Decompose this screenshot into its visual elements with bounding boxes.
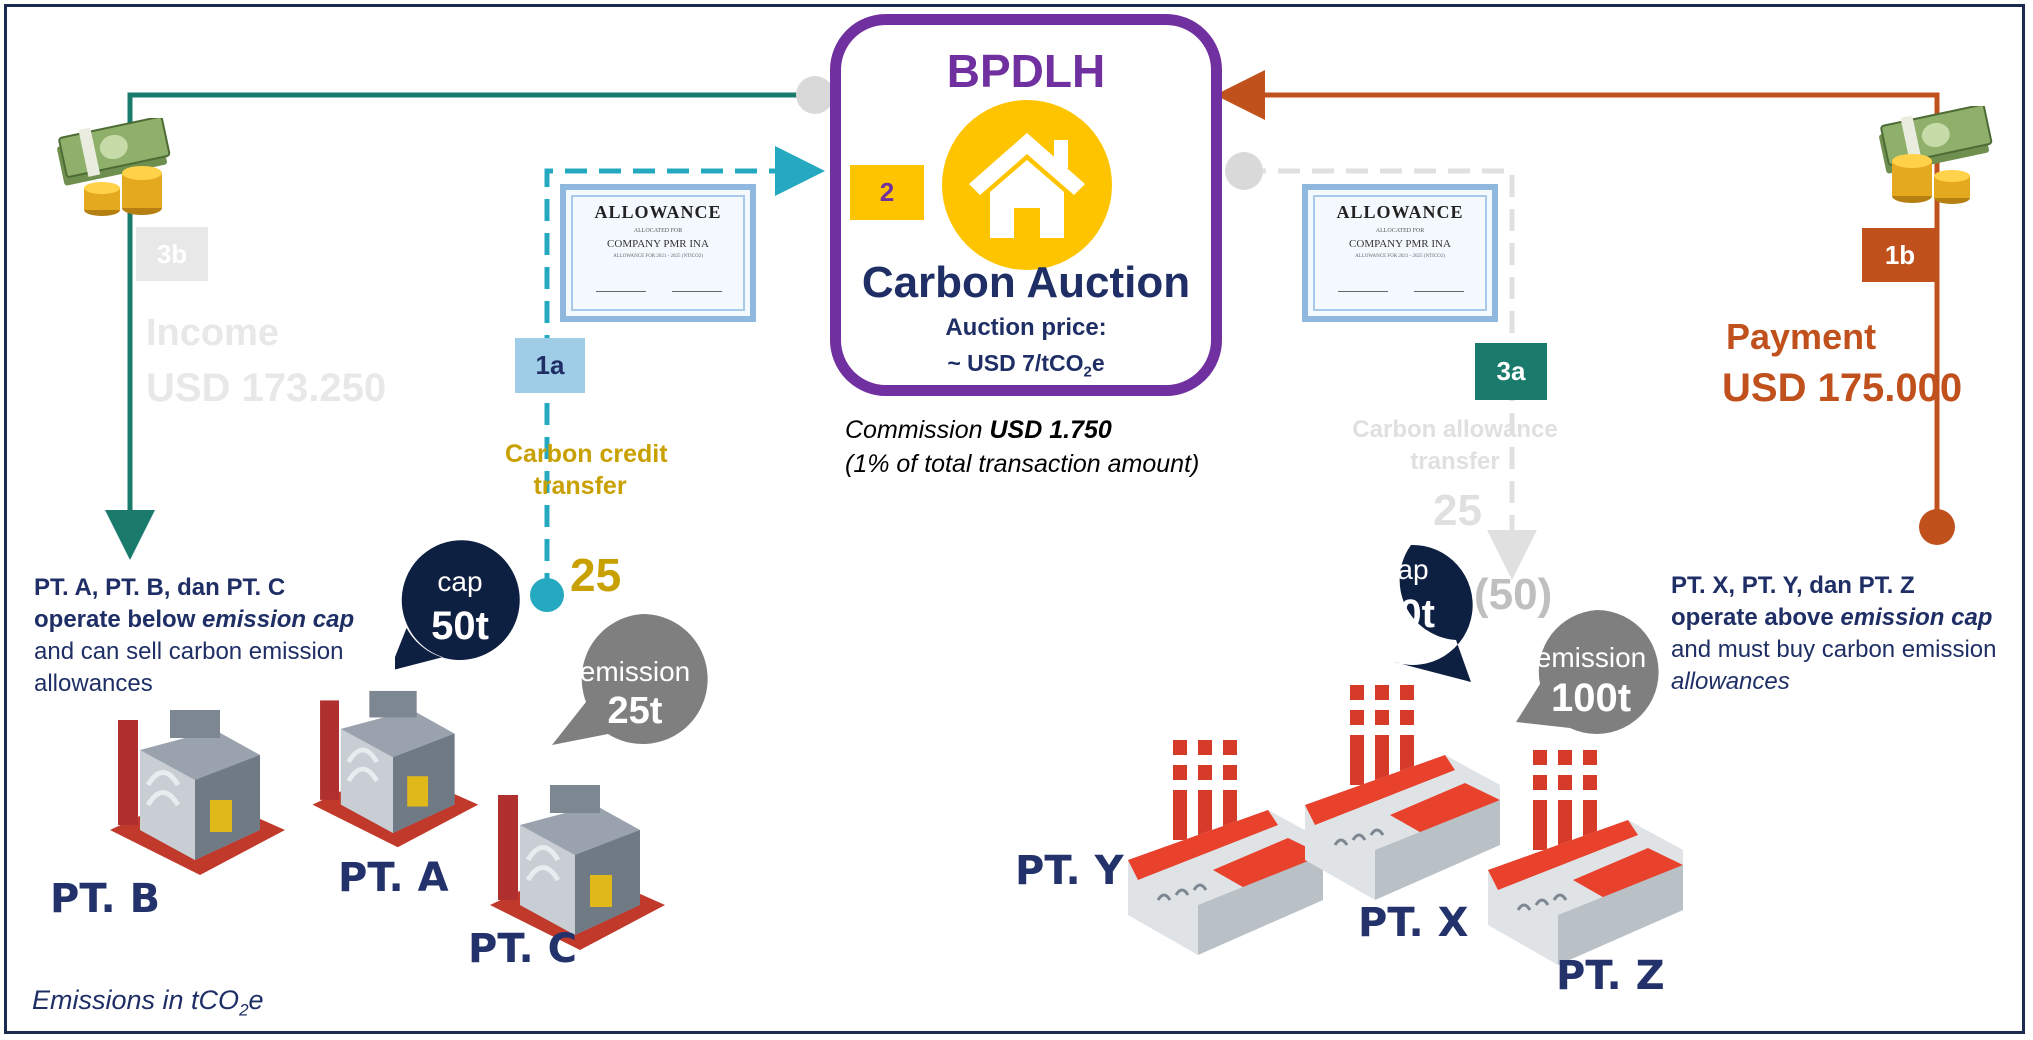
commission-note: (1% of total transaction amount) — [845, 450, 1200, 478]
payment-arrow-start — [1919, 509, 1955, 545]
right-desc-line4: allowances — [1671, 668, 1790, 695]
cap-bubble-left — [395, 540, 520, 671]
right-desc-line1: PT. X, PT. Y, dan PT. Z — [1671, 572, 1915, 599]
left-desc-line4: allowances — [34, 670, 153, 697]
emission-label-left: emission — [579, 656, 691, 687]
emission-value-left: 25t — [607, 690, 663, 732]
emission-label-right: emission — [1535, 642, 1647, 673]
allowance-certificate-icon: ALLOWANCE ALLOCATED FOR COMPANY PMR INA … — [560, 184, 756, 322]
cap-value-right: 50t — [1377, 592, 1435, 636]
company-label-pt-b: PT. B — [50, 876, 161, 922]
industrial-plant-icon — [1305, 685, 1500, 900]
step-badge-3a: 3a — [1475, 343, 1547, 400]
footnote-tail: e — [248, 985, 264, 1015]
right-desc-line3: and must buy carbon emission — [1671, 636, 1997, 663]
left-desc-line3: and can sell carbon emission — [34, 638, 344, 665]
auction-price-text: ~ USD 7/tCO — [947, 350, 1084, 376]
step-badge-2: 2 — [850, 165, 924, 220]
income-label: Income — [146, 312, 280, 354]
emission-value-right: 100t — [1550, 676, 1632, 720]
credit-transfer-label: Carbon credit transfer — [505, 438, 668, 502]
left-desc-line2: operate below emission cap — [34, 604, 354, 636]
credit-transfer-label-line1: Carbon credit — [505, 440, 668, 468]
left-desc-line2a: operate below — [34, 606, 203, 633]
commission-value: USD 1.750 — [989, 416, 1112, 444]
carbon-auction-heading: Carbon Auction — [861, 258, 1191, 307]
income-arrow — [105, 92, 815, 560]
right-desc-line2b: emission cap — [1840, 604, 1993, 631]
payment-value: USD 175.000 — [1722, 366, 1963, 410]
auction-price-value: ~ USD 7/tCO2e — [830, 350, 1222, 381]
left-desc-line1: PT. A, PT. B, dan PT. C — [34, 574, 286, 601]
factory-icon — [490, 785, 665, 950]
emission-bubble-right — [1516, 610, 1659, 734]
money-icon — [1879, 106, 1993, 204]
cap-label-right: cap — [1383, 554, 1429, 585]
company-label-pt-y: PT. Y — [1015, 848, 1124, 894]
payment-arrow — [1215, 70, 1940, 527]
cap-bubble-right — [1394, 544, 1473, 682]
credit-transfer-value: 25 — [570, 549, 622, 601]
auction-price-tail: e — [1091, 350, 1105, 376]
certificate-allocated: ALLOCATED FOR — [633, 228, 683, 234]
allowance-transfer-start — [1225, 152, 1263, 190]
auction-price-label: Auction price: — [945, 314, 1107, 341]
cap-label-left: cap — [437, 566, 483, 597]
certificate-title: ALLOWANCE — [594, 202, 722, 222]
step-badge-1b: 1b — [1862, 228, 1938, 282]
emissions-footnote: Emissions in tCO2e — [32, 985, 264, 1020]
industrial-plant-icon — [1128, 740, 1323, 955]
factory-icon — [110, 710, 285, 875]
certificate-company: COMPANY PMR INA — [607, 238, 709, 250]
money-icon — [57, 118, 171, 216]
certificate-line: ALLOWANCE FOR 2021 - 2025 (NTICO2) — [1355, 254, 1445, 259]
allowance-transfer-label: Carbon allowance transfer — [1335, 414, 1575, 478]
certificate-line: ALLOWANCE FOR 2021 - 2025 (NTICO2) — [613, 254, 703, 259]
certificate-title: ALLOWANCE — [1336, 202, 1464, 222]
deficit-value: (50) — [1474, 570, 1553, 619]
cap-value-left: 50t — [431, 604, 489, 648]
commission-label: Commission — [845, 416, 983, 444]
footnote-subscript: 2 — [239, 1000, 249, 1020]
payment-label: Payment — [1726, 316, 1877, 357]
allowance-transfer-value: 25 — [1433, 486, 1482, 535]
certificate-company: COMPANY PMR INA — [1349, 238, 1451, 250]
company-label-pt-z: PT. Z — [1556, 953, 1665, 999]
industrial-plant-icon — [1488, 750, 1683, 965]
step-badge-3b: 3b — [136, 227, 208, 281]
factory-icon — [312, 690, 479, 848]
company-label-pt-x: PT. X — [1358, 900, 1469, 946]
right-description: PT. X, PT. Y, dan PT. Z operate above em… — [1671, 570, 1997, 698]
house-icon — [942, 100, 1112, 270]
income-value: USD 173.250 — [146, 366, 387, 410]
footnote-text: Emissions in tCO — [32, 985, 240, 1015]
allowance-transfer-arrow — [1244, 168, 1537, 580]
income-arrow-start — [796, 76, 834, 114]
right-desc-line2a: operate above — [1671, 604, 1841, 631]
allowance-certificate-icon: ALLOWANCE ALLOCATED FOR COMPANY PMR INA … — [1302, 184, 1498, 322]
commission-line: Commission USD 1.750 — [845, 416, 1112, 445]
company-label-pt-a: PT. A — [338, 855, 449, 901]
allowance-transfer-label-line2: transfer — [1410, 448, 1500, 475]
diagram-frame — [4, 4, 2025, 1034]
bpdlh-title: BPDLH — [946, 45, 1106, 97]
left-desc-line2b: emission cap — [202, 606, 355, 633]
company-label-pt-c: PT. C — [468, 926, 578, 972]
right-desc-line2: operate above emission cap — [1671, 602, 1997, 634]
step-badge-1a: 1a — [515, 338, 585, 393]
credit-transfer-arrow — [544, 146, 825, 595]
credit-transfer-label-line2: transfer — [533, 472, 627, 500]
certificate-allocated: ALLOCATED FOR — [1375, 228, 1425, 234]
left-description: PT. A, PT. B, dan PT. C operate below em… — [34, 572, 354, 700]
credit-transfer-start — [530, 578, 564, 612]
auction-price-subscript: 2 — [1083, 363, 1092, 381]
emission-bubble-left — [552, 614, 708, 745]
allowance-transfer-label-line1: Carbon allowance — [1352, 416, 1558, 443]
